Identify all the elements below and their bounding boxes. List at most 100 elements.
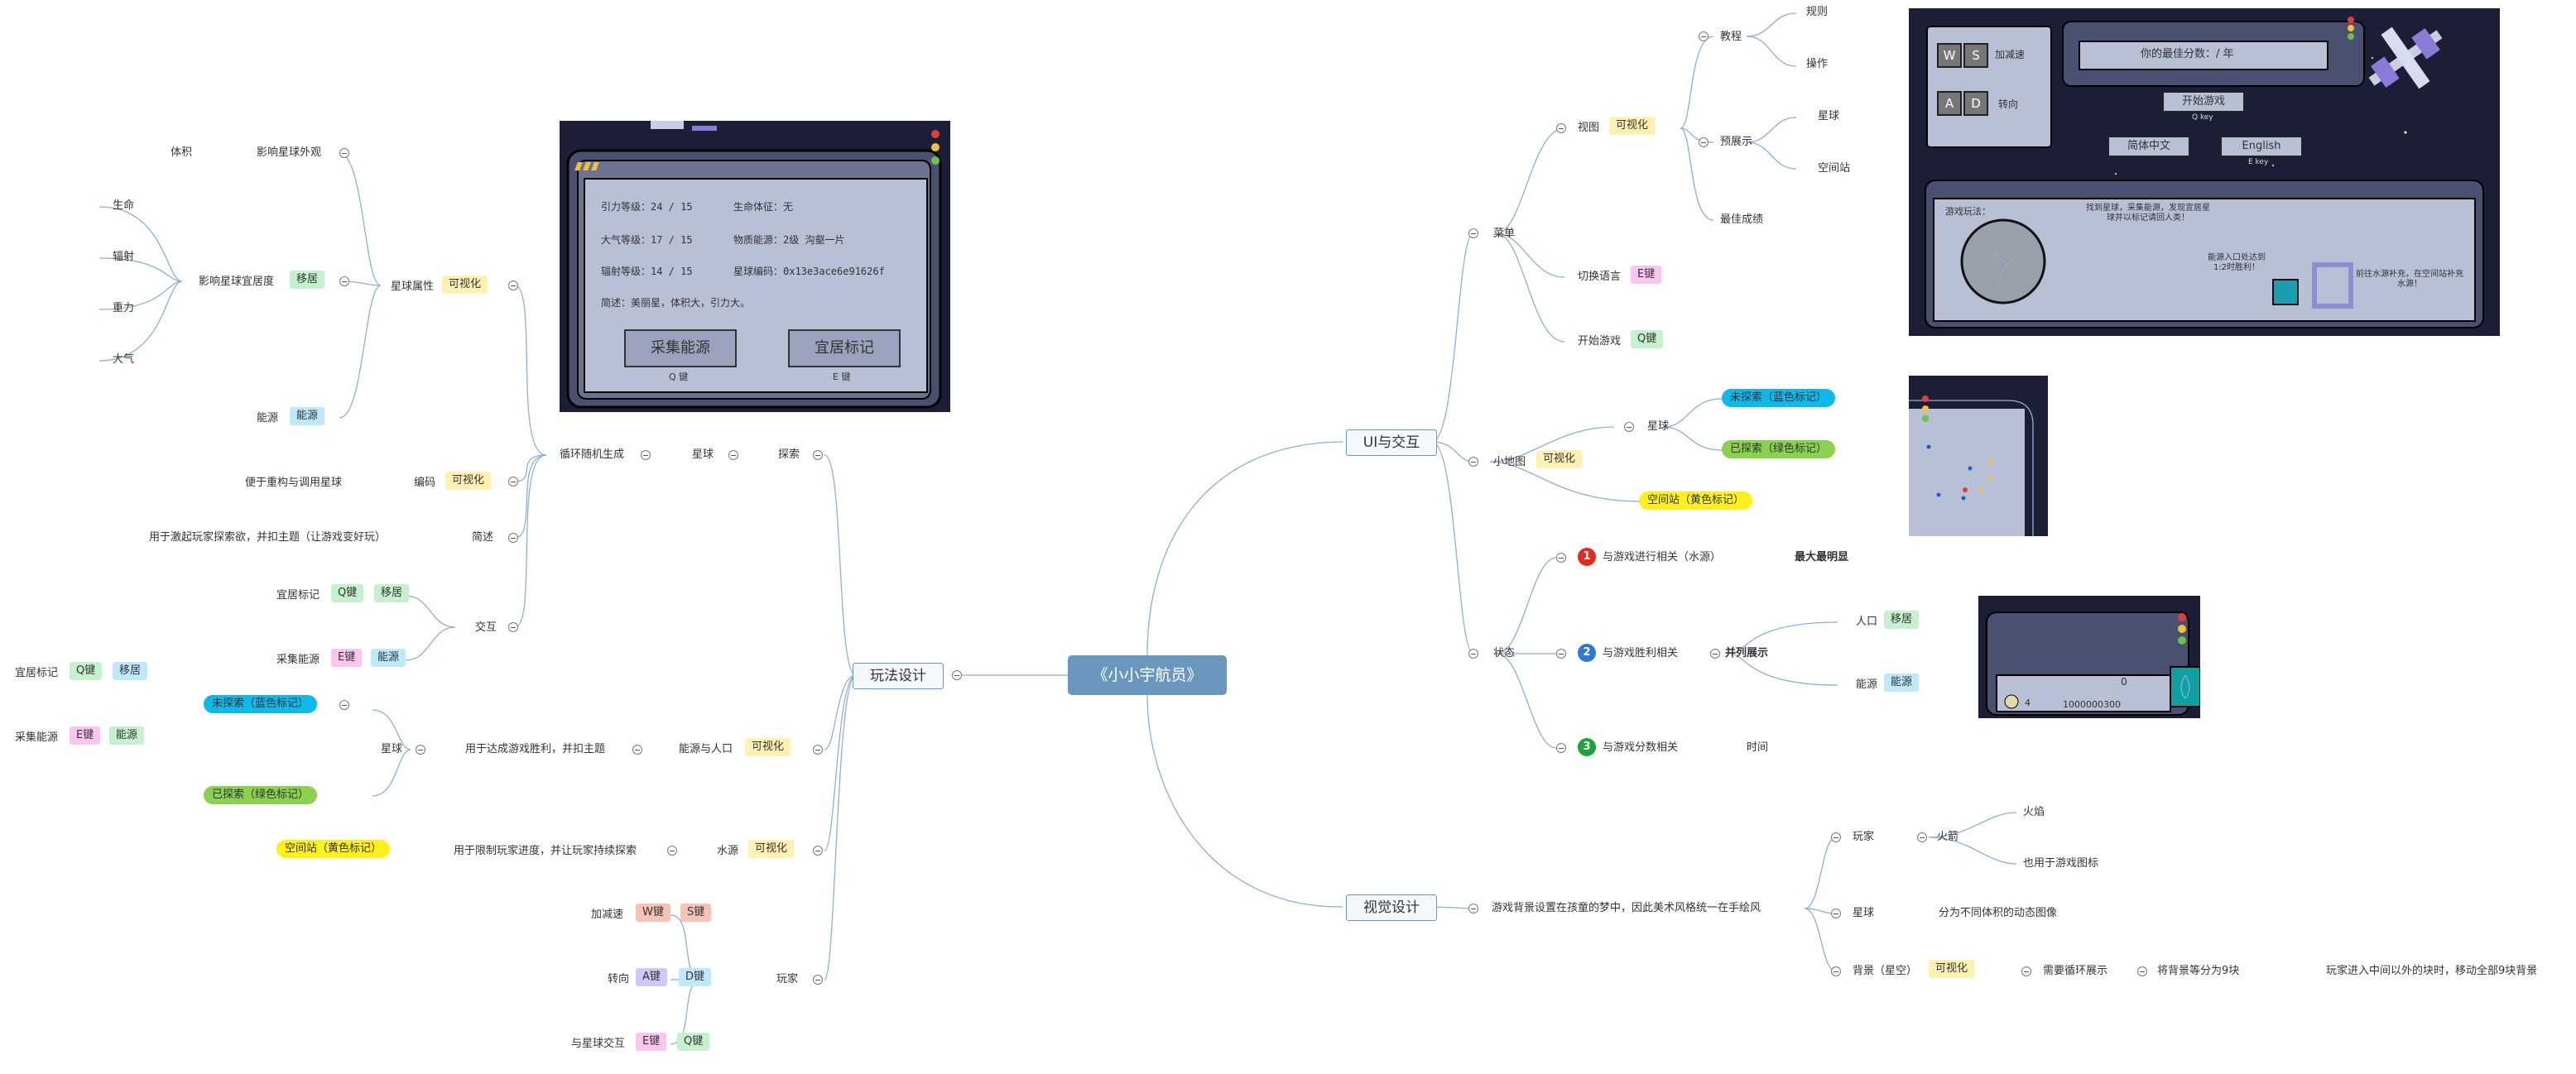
collapse-toggle[interactable] xyxy=(1831,832,1841,842)
collapse-toggle[interactable] xyxy=(339,700,349,710)
gp-collect: 采集能源 xyxy=(276,654,320,666)
collapse-toggle[interactable] xyxy=(813,745,823,755)
gp-ep-planet: 星球 xyxy=(381,743,403,755)
collapse-toggle[interactable] xyxy=(508,477,518,487)
status-pop-count: 4 xyxy=(2025,698,2031,708)
gp-s: S键 xyxy=(680,904,712,922)
status-1-note: 最大最明显 xyxy=(1795,551,1849,563)
menu-en-key: E key xyxy=(2248,158,2269,166)
gp-planet: 星球 xyxy=(692,448,714,461)
minimap-station: 空间站（黄色标记） xyxy=(1639,491,1753,510)
collapse-toggle[interactable] xyxy=(508,622,518,632)
status-score: 1000000300 xyxy=(2063,699,2121,710)
gp-ep-collect-tag: 能源 xyxy=(109,726,145,745)
status-pop-tag: 移居 xyxy=(1884,611,1920,629)
gp-attr: 星球属性 xyxy=(391,280,435,293)
collapse-toggle[interactable] xyxy=(416,745,425,755)
collapse-toggle[interactable] xyxy=(952,670,962,680)
collapse-toggle[interactable] xyxy=(813,846,823,856)
ui-view: 视图 xyxy=(1578,122,1600,134)
collapse-toggle[interactable] xyxy=(728,450,738,460)
ui-ops: 操作 xyxy=(1806,58,1829,70)
collapse-toggle[interactable] xyxy=(339,148,349,158)
collapse-toggle[interactable] xyxy=(1699,31,1709,41)
collapse-toggle[interactable] xyxy=(1831,909,1841,918)
planet-gravity: 引力等级：24 / 15 xyxy=(601,201,693,213)
gp-ep-unexplored: 未探索（蓝色标记） xyxy=(204,695,318,713)
mark-key: E 键 xyxy=(833,372,851,382)
collapse-toggle[interactable] xyxy=(667,846,677,856)
branch-ui[interactable]: UI与交互 xyxy=(1346,429,1437,456)
key-w: W xyxy=(1937,43,1962,68)
gp-speed: 加减速 xyxy=(591,909,624,921)
collapse-toggle[interactable] xyxy=(1624,422,1634,432)
collapse-toggle[interactable] xyxy=(1556,649,1566,659)
minimap-planet: 星球 xyxy=(1647,420,1670,433)
gp-water-tag: 可视化 xyxy=(748,840,795,858)
gp-water: 水源 xyxy=(717,845,739,857)
collapse-toggle[interactable] xyxy=(1468,904,1478,913)
visual-planet: 星球 xyxy=(1853,907,1875,919)
minimap-screenshot xyxy=(1909,376,2048,536)
branch-gameplay[interactable]: 玩法设计 xyxy=(853,663,944,689)
status-energy-tag: 能源 xyxy=(1884,674,1920,692)
collapse-toggle[interactable] xyxy=(1556,743,1566,753)
collapse-toggle[interactable] xyxy=(1831,966,1841,976)
gp-energy-pop: 能源与人口 xyxy=(679,743,733,755)
gp-gravity: 重力 xyxy=(113,302,135,314)
ui-best: 最佳成绩 xyxy=(1720,213,1764,226)
status-badge-1: 1 xyxy=(1578,548,1596,566)
ui-planet: 星球 xyxy=(1818,110,1840,122)
collapse-toggle[interactable] xyxy=(1556,553,1566,563)
visual-bg: 背景（星空） xyxy=(1853,965,1918,977)
planet-life: 生命体征：无 xyxy=(733,201,794,213)
menu-start-button[interactable]: 开始游戏 xyxy=(2162,91,2245,113)
menu-tutorial: 游戏玩法： xyxy=(1945,206,1991,217)
collapse-toggle[interactable] xyxy=(1468,649,1478,659)
collapse-toggle[interactable] xyxy=(632,745,642,755)
visual-flame: 火焰 xyxy=(2023,806,2045,818)
collapse-toggle[interactable] xyxy=(2021,966,2031,976)
root-node[interactable]: 《小小宇航员》 xyxy=(1068,655,1227,695)
collapse-toggle[interactable] xyxy=(1468,228,1478,238)
lang-key: E键 xyxy=(1631,266,1662,284)
menu-tip-1: 找到星球，采集能源，发现宜居星球并以标记请回人类！ xyxy=(2086,204,2210,223)
collect-energy-button[interactable]: 采集能源 xyxy=(624,329,737,367)
collapse-toggle[interactable] xyxy=(641,450,651,460)
gp-energy-tag: 能源 xyxy=(290,407,325,425)
visual-nine: 将背景等分为9块 xyxy=(2157,965,2240,977)
minimap-explored: 已探索（绿色标记） xyxy=(1722,440,1836,458)
menu-en-button[interactable]: English xyxy=(2220,136,2303,157)
collapse-toggle[interactable] xyxy=(508,280,518,290)
ui-lang: 切换语言 xyxy=(1578,271,1622,283)
collapse-toggle[interactable] xyxy=(1917,832,1927,842)
collapse-toggle[interactable] xyxy=(339,276,349,286)
collapse-toggle[interactable] xyxy=(1710,649,1720,659)
planet-code: 星球编码：0x13e3ace6e91626f xyxy=(733,266,885,277)
gp-volume: 体积 xyxy=(171,146,193,159)
gp-w: W键 xyxy=(636,904,670,922)
branch-visual[interactable]: 视觉设计 xyxy=(1346,894,1437,921)
mark-habitable-button[interactable]: 宜居标记 xyxy=(788,329,901,367)
collect-key: Q 键 xyxy=(669,372,689,382)
status-badge-2: 2 xyxy=(1578,644,1596,662)
gp-ep-collect: 采集能源 xyxy=(15,731,59,744)
collapse-toggle[interactable] xyxy=(508,533,518,543)
gp-life: 生命 xyxy=(113,199,135,212)
gp-code-tag: 可视化 xyxy=(445,472,492,490)
ui-start: 开始游戏 xyxy=(1578,335,1622,348)
collapse-toggle[interactable] xyxy=(1699,137,1709,147)
collapse-toggle[interactable] xyxy=(813,975,823,985)
gp-collect-tag: 能源 xyxy=(371,649,406,667)
menu-zh-button[interactable]: 简体中文 xyxy=(2107,136,2190,157)
collapse-toggle[interactable] xyxy=(2137,966,2147,976)
ui-menu: 菜单 xyxy=(1493,228,1516,240)
collapse-toggle[interactable] xyxy=(813,450,823,460)
gp-code: 编码 xyxy=(414,477,436,489)
collapse-toggle[interactable] xyxy=(1556,123,1566,133)
visual-player: 玩家 xyxy=(1853,831,1875,843)
gp-water-desc: 用于限制玩家进度，并让玩家持续探索 xyxy=(454,845,637,857)
collapse-toggle[interactable] xyxy=(1468,457,1478,467)
